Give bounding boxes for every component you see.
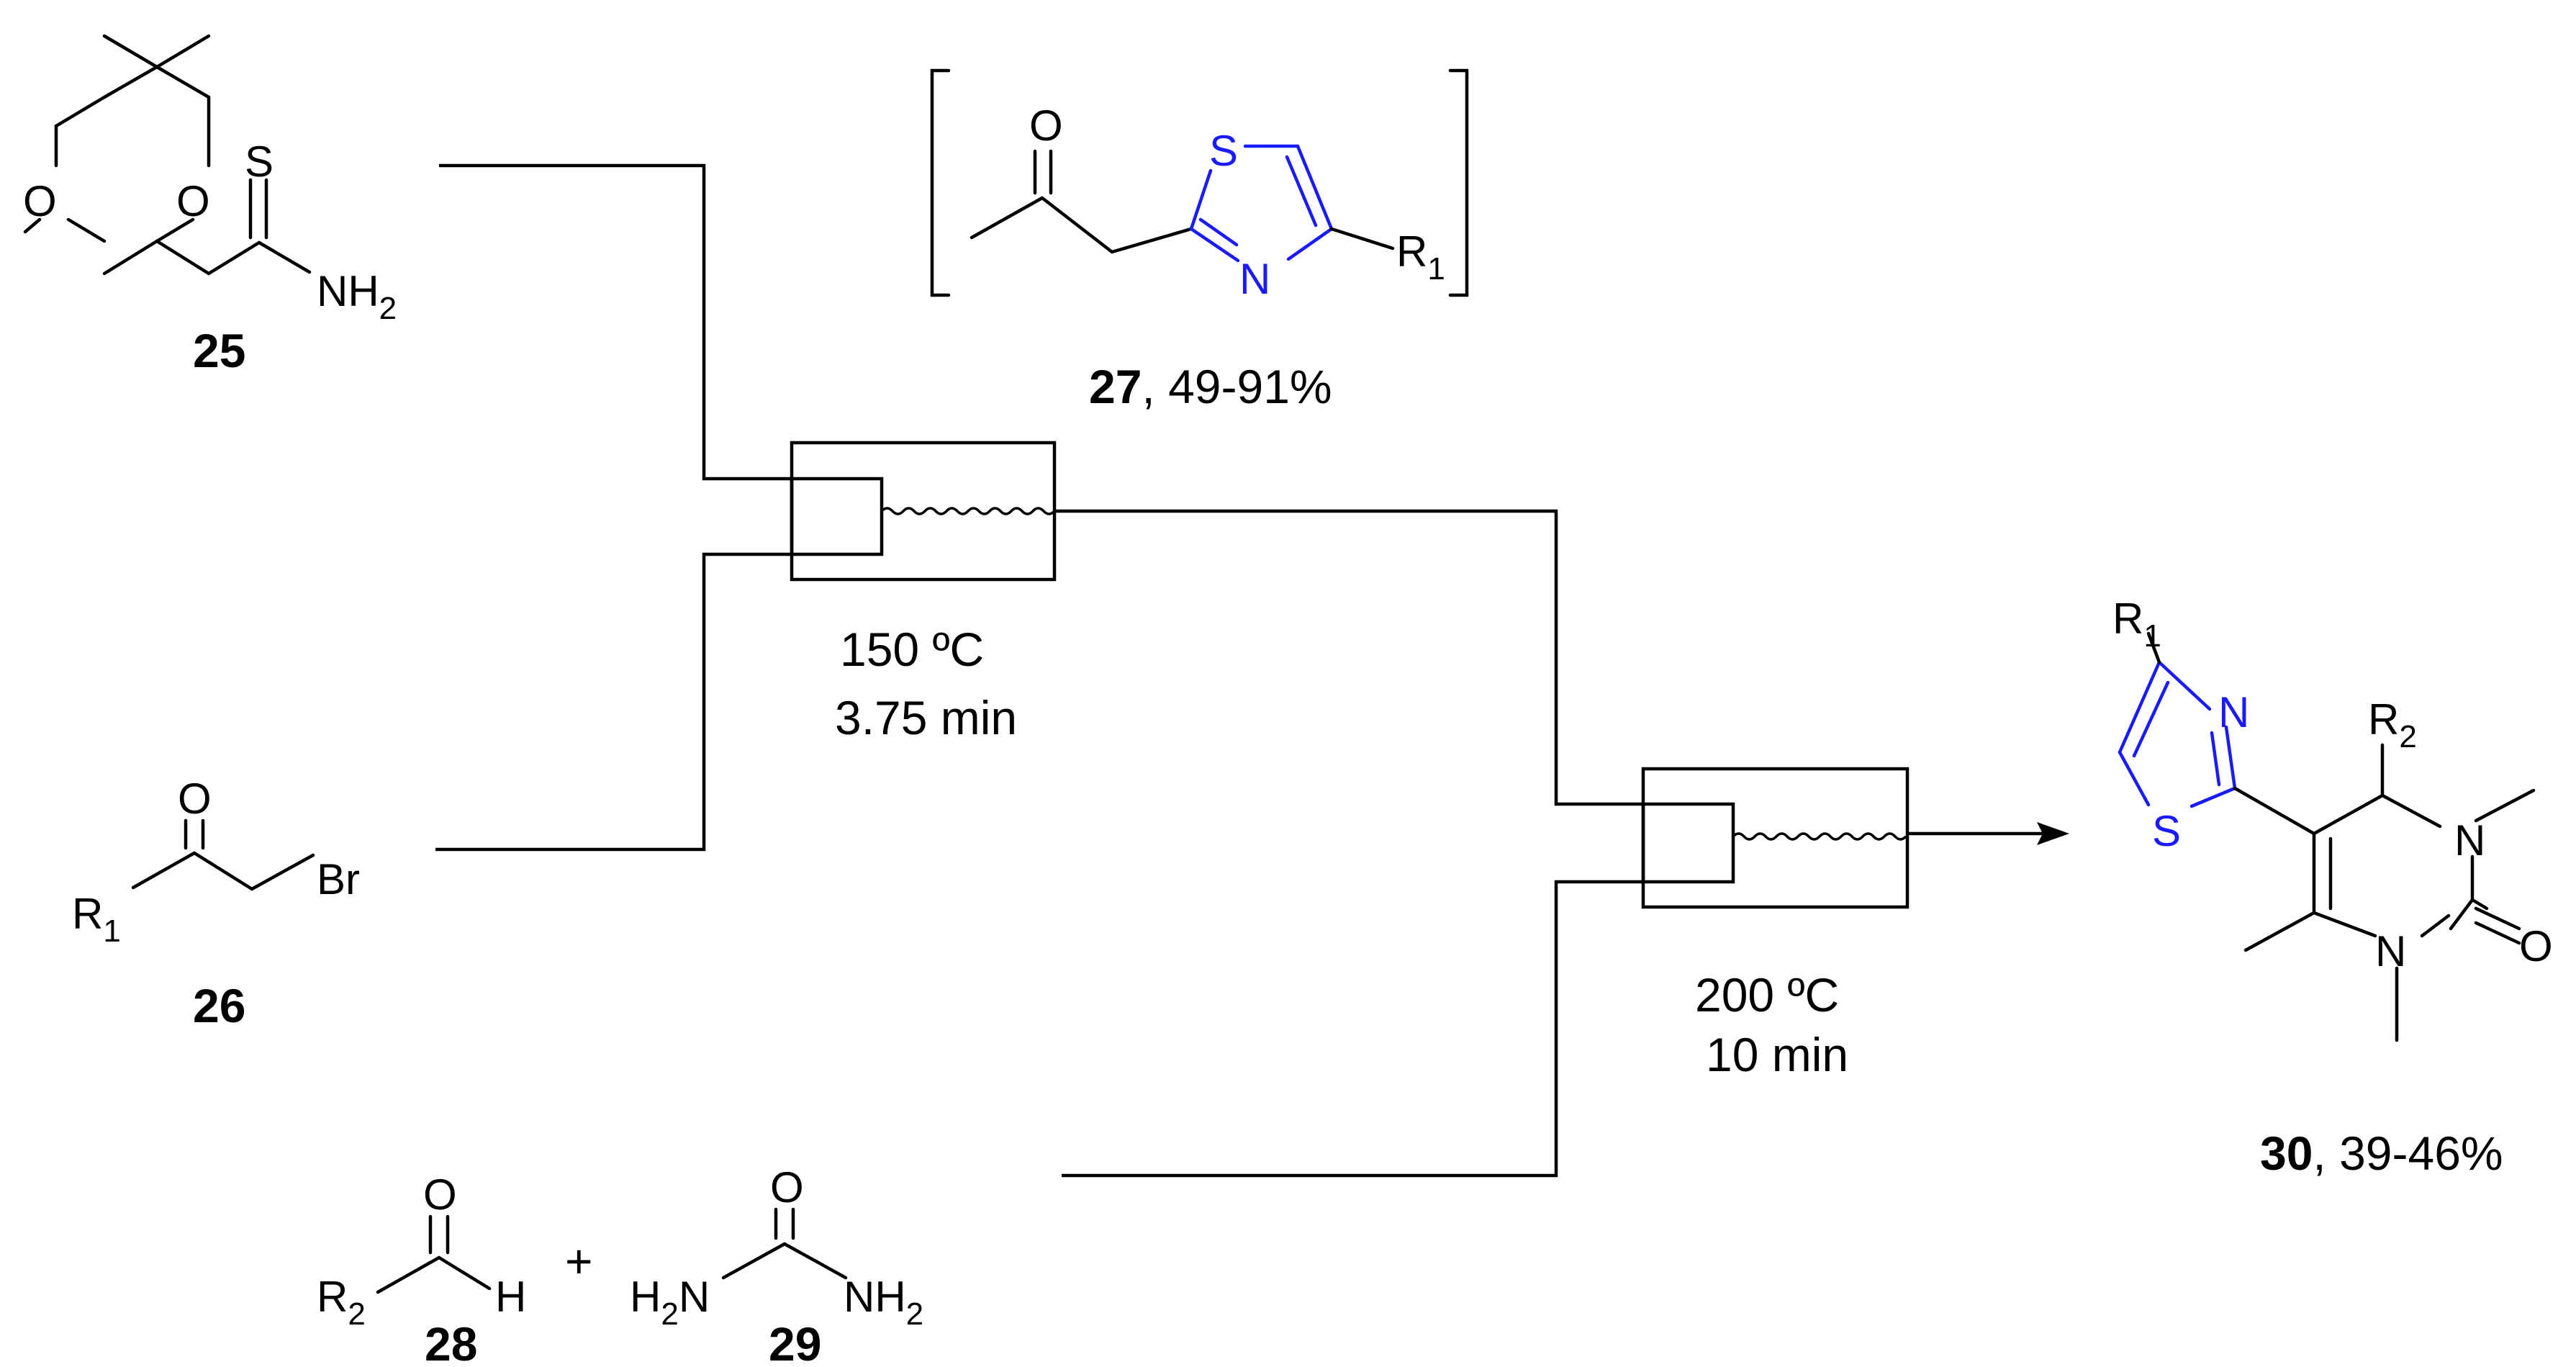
compound-27: O S N R1 27, 49-91%: [930, 68, 1469, 413]
compound-26: O Br R1 26: [72, 775, 360, 1032]
compound-28: O H R2 28: [317, 1170, 526, 1367]
compound-label: 25: [193, 324, 245, 377]
atom-nh2: NH2: [844, 1273, 923, 1332]
compound-label: 26: [193, 979, 245, 1032]
atom-o: O: [176, 177, 210, 225]
atom-o: O: [2519, 922, 2553, 970]
atom-r1: R1: [72, 890, 121, 949]
compound-29: O H2N NH2 29: [630, 1163, 923, 1367]
atom-r2: R2: [2368, 695, 2417, 754]
atom-n: N: [2375, 927, 2406, 975]
compound-label-with-yield: 30, 39-46%: [2260, 1127, 2503, 1180]
compound-25: O O S NH2 25: [23, 34, 397, 377]
atom-o: O: [23, 177, 57, 225]
reactor-1: 150 ºC 3.75 min: [790, 441, 1057, 744]
atom-h2n: H2N: [630, 1273, 710, 1332]
atom-s: S: [1209, 127, 1238, 175]
compound-label: 29: [769, 1317, 821, 1367]
atom-n: N: [2454, 816, 2485, 865]
arrow-head: [2037, 822, 2069, 845]
reactor-1-time: 3.75 min: [835, 691, 1017, 744]
flow-lines: [435, 163, 2069, 1178]
atom-n: N: [2218, 688, 2249, 736]
atom-o: O: [178, 775, 212, 823]
atom-nh2: NH2: [317, 267, 397, 326]
atom-o: O: [1029, 101, 1063, 150]
atom-r1: R1: [1396, 227, 1445, 287]
reactor-2-time: 10 min: [1706, 1028, 1848, 1081]
atom-r1: R1: [2112, 595, 2161, 654]
atom-n: N: [1239, 255, 1270, 303]
plus-sign: +: [565, 1235, 593, 1288]
compound-30: R1 N S R2 N N O 30, 39-46%: [2112, 595, 2553, 1180]
reactor-1-temperature: 150 ºC: [840, 623, 984, 676]
atom-s: S: [2152, 807, 2181, 855]
atom-o: O: [423, 1170, 457, 1219]
atom-r2: R2: [317, 1273, 366, 1332]
compound-label-with-yield: 27, 49-91%: [1089, 360, 1332, 413]
reactor-2: 200 ºC 10 min: [1641, 767, 1910, 1081]
compound-label: 28: [425, 1317, 477, 1367]
atom-o: O: [770, 1163, 804, 1212]
atom-s: S: [245, 137, 274, 186]
atom-br: Br: [317, 855, 360, 903]
atom-h: H: [495, 1273, 526, 1321]
reactor-2-temperature: 200 ºC: [1695, 968, 1839, 1021]
